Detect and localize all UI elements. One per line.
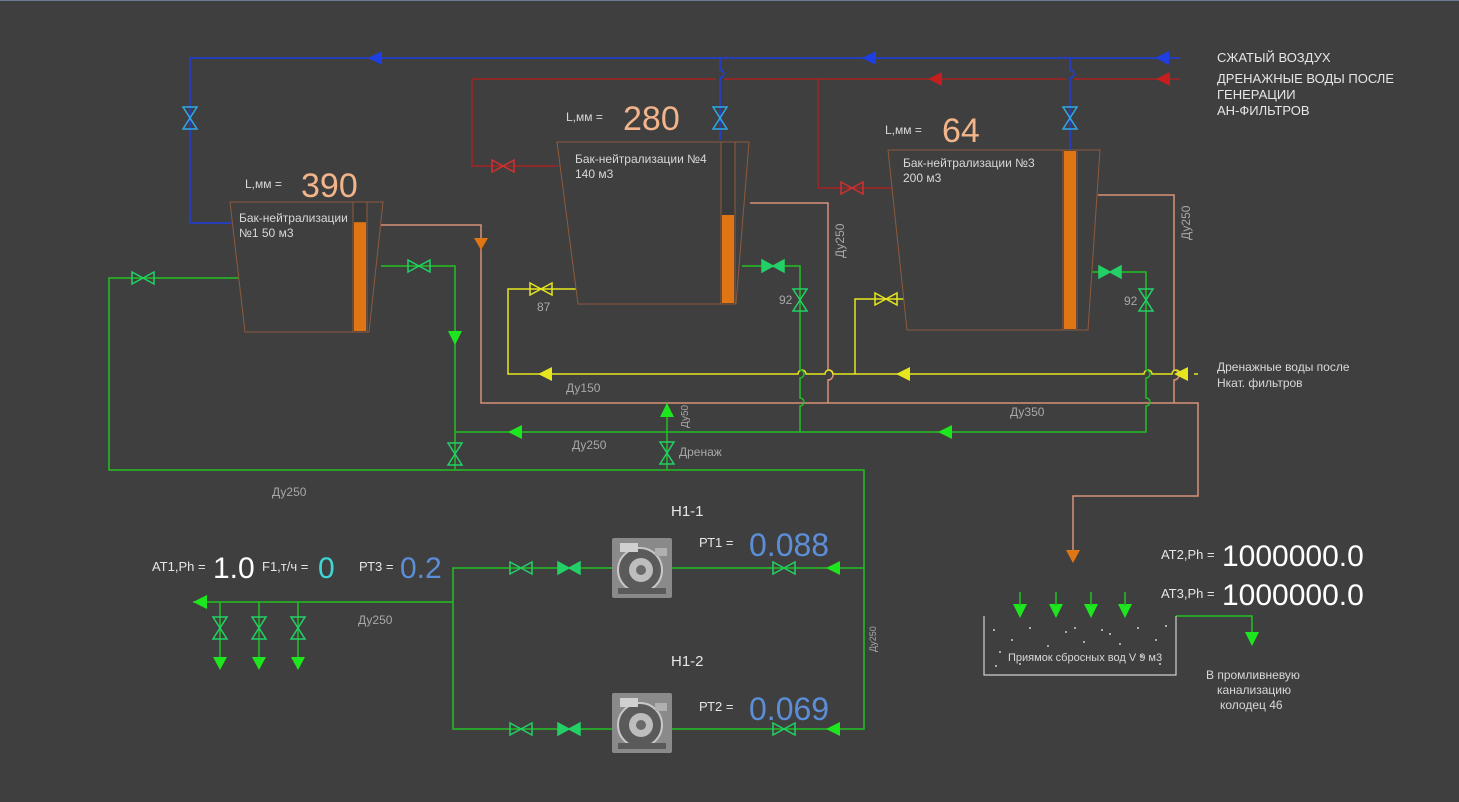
f1-value: 0	[318, 552, 335, 585]
at2-label: АТ2,Ph =	[1161, 547, 1215, 562]
tank4-level-label: L,мм =	[566, 110, 603, 124]
valve-label-92-b: 92	[1124, 294, 1138, 308]
sump-label: Приямок сбросных вод V 9 м3	[1008, 652, 1162, 664]
pipe-label-du50: Ду50	[680, 404, 691, 428]
tank1-name: Бак-нейтрализации	[239, 211, 348, 225]
at3-value: 1000000.0	[1222, 579, 1364, 612]
tank3-outlet-valve[interactable]	[1098, 265, 1122, 279]
wastewater-sump: Приямок сбросных вод V 9 м3	[983, 616, 1177, 676]
tank1-level-label: L,мм =	[245, 177, 282, 191]
air-arrow-1	[1155, 51, 1169, 65]
pipe-label-du250-f: Ду250	[868, 626, 878, 652]
drain-h-label-2: Нкат. фильтров	[1217, 376, 1303, 390]
tank4-level-bar	[722, 215, 734, 303]
pipe-label-du150: Ду150	[566, 381, 601, 395]
air-arrow-3	[368, 51, 382, 65]
tank-1: Бак-нейтрализации №1 50 м3 L,мм = 390	[229, 167, 384, 333]
drain-h-arrow-2	[896, 367, 910, 381]
drain-h-arrow-3	[538, 367, 552, 381]
drain-gen-label-1: ДРЕНАЖНЫЕ ВОДЫ ПОСЛЕ	[1217, 71, 1394, 86]
pipe-label-du250-d: Ду250	[272, 485, 307, 499]
f1-label: F1,т/ч =	[262, 559, 308, 574]
valve-label-87: 87	[537, 300, 551, 314]
tank3-level-value: 64	[942, 112, 980, 150]
pipe-label-du250-a: Ду250	[833, 223, 847, 258]
pump-h1-1-name: Н1-1	[671, 503, 704, 520]
at3-label: АТ3,Ph =	[1161, 586, 1215, 601]
compressed-air-line	[189, 51, 1180, 224]
at1-label: АТ1,Ph =	[152, 559, 206, 574]
tank3-level-label: L,мм =	[885, 123, 922, 137]
pipe-label-du250-b: Ду250	[1179, 205, 1193, 240]
tank1-level-bar	[354, 222, 366, 331]
pipe-label-du250-e: Ду250	[358, 613, 393, 627]
pump-h1-2[interactable]	[612, 693, 672, 753]
tank3-volume: 200 м3	[903, 171, 942, 185]
pump-h1-1-pressure-label: РТ1 =	[699, 535, 733, 550]
h1-2-suction-valve-2[interactable]	[557, 722, 581, 736]
drain-h-label-1: Дренажные воды после	[1217, 360, 1350, 374]
drain-generation-line	[471, 72, 1180, 189]
tank4-level-value: 280	[623, 100, 680, 138]
tank3-name: Бак-нейтрализации №3	[903, 156, 1035, 170]
tank-4: Бак-нейтрализации №4 140 м3 L,мм = 280	[556, 100, 750, 305]
h1-1-suction-valve-2[interactable]	[557, 561, 581, 575]
at1-value: 1.0	[213, 552, 255, 585]
pump-h1-1-pressure-value: 0.088	[749, 527, 829, 563]
drain-gen-label-2: ГЕНЕРАЦИИ	[1217, 87, 1296, 102]
drain-gen-arrow-1	[1156, 72, 1170, 86]
pt3-label: РТ3 =	[359, 559, 393, 574]
drain-gen-arrow-2	[928, 72, 942, 86]
pt3-value: 0.2	[400, 552, 442, 585]
valve-label-92-a: 92	[779, 293, 793, 307]
tank3-level-bar	[1064, 151, 1076, 329]
pipe-label-du350: Ду350	[1010, 405, 1045, 419]
air-arrow-2	[862, 51, 876, 65]
drain-gen-label-3: АН-ФИЛЬТРОВ	[1217, 103, 1310, 118]
pump-h1-2-pressure-label: РТ2 =	[699, 699, 733, 714]
pump-h1-2-name: Н1-2	[671, 653, 704, 670]
sump-outlet-label-2: канализацию	[1217, 683, 1291, 697]
at2-value: 1000000.0	[1222, 540, 1364, 573]
tank4-volume: 140 м3	[575, 167, 614, 181]
tank4-name: Бак-нейтрализации №4	[575, 152, 707, 166]
drain-label: Дренаж	[679, 445, 722, 459]
tank1-volume: №1 50 м3	[239, 226, 294, 240]
drain-h-arrow-1	[1174, 367, 1188, 381]
compressed-air-label: СЖАТЫЙ ВОЗДУХ	[1217, 50, 1331, 65]
tank1-drain-arrow	[474, 238, 488, 250]
tank-3: Бак-нейтрализации №3 200 м3 L,мм = 64	[885, 112, 1101, 331]
tank4-outlet-valve[interactable]	[761, 259, 785, 273]
tank1-level-value: 390	[301, 167, 358, 205]
sump-inlet-arrow	[1066, 550, 1080, 563]
sump-outlet-label-3: колодец 46	[1220, 698, 1283, 712]
sump-outlet-label-1: В промливневую	[1206, 668, 1300, 682]
pump-h1-1[interactable]	[612, 538, 672, 598]
pipe-label-du250-c: Ду250	[572, 438, 607, 452]
pump-h1-2-pressure-value: 0.069	[749, 691, 829, 727]
